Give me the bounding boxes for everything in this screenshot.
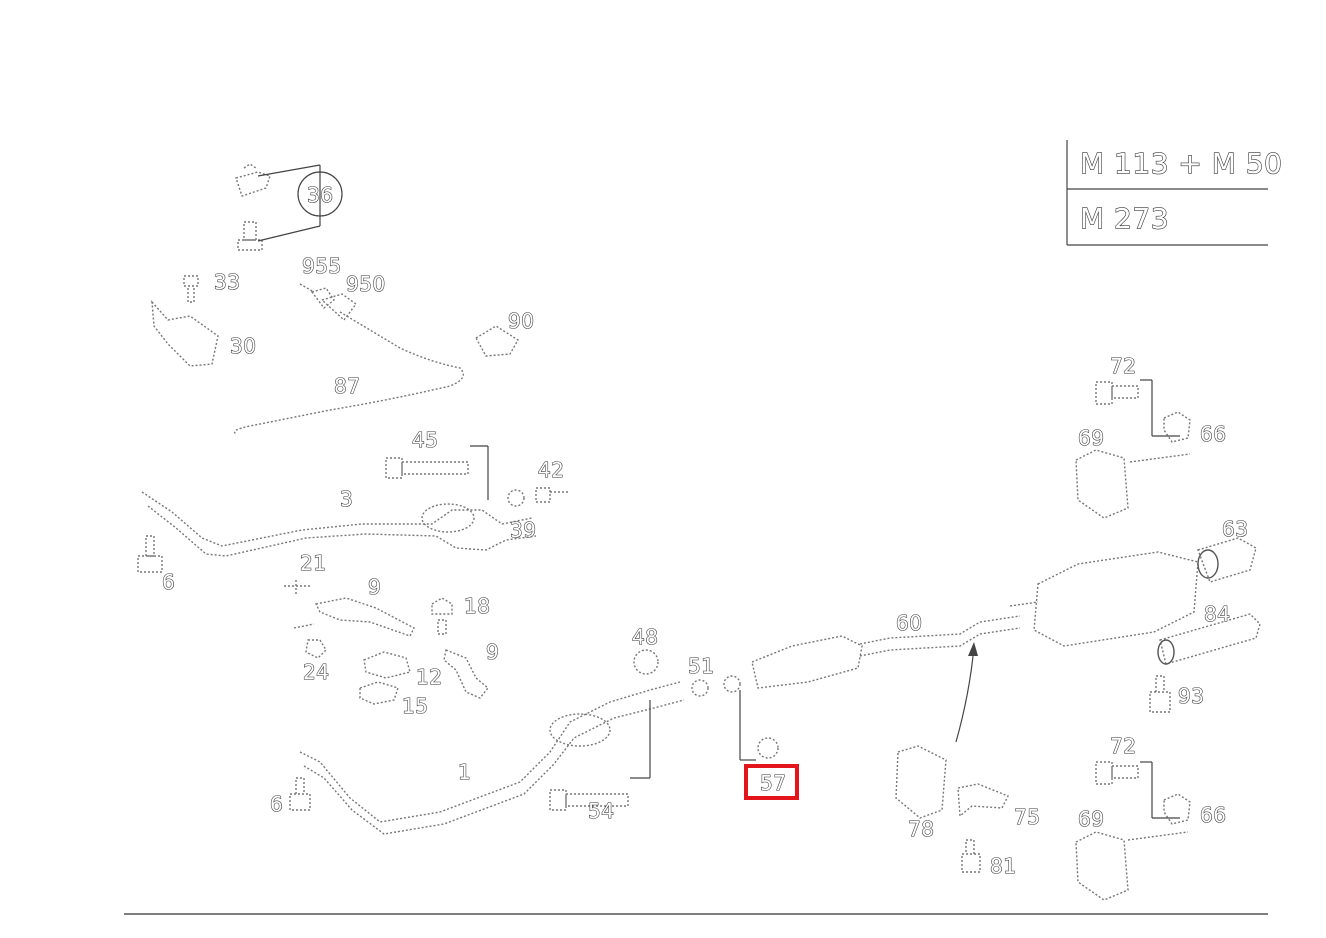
variant-table: M 113 + M 50 M 273 (1066, 140, 1283, 246)
callout-51: 51 (688, 654, 714, 678)
part-12-rubber-mount (363, 651, 411, 679)
mount-arrow (955, 642, 978, 743)
callout-69-upper: 69 (1078, 426, 1104, 450)
callout-12: 12 (416, 665, 442, 689)
part-72-bolt-lower (1095, 761, 1180, 819)
part-66-mount-lower (1127, 793, 1191, 841)
callout-60: 60 (896, 611, 922, 635)
callout-72-lower: 72 (1110, 734, 1136, 758)
part-72-bolt-upper (1095, 379, 1180, 437)
callout-66-upper: 66 (1200, 422, 1226, 446)
callout-6-lower: 6 (270, 792, 283, 816)
part-42-nut (535, 487, 568, 503)
callout-18: 18 (464, 594, 490, 618)
callout-950: 950 (346, 272, 386, 296)
callout-75: 75 (1014, 805, 1040, 829)
callout-45: 45 (412, 428, 438, 452)
part-75-bracket (957, 783, 1009, 818)
part-rear-silencer (1009, 551, 1199, 647)
part-69-hanger-lower (1075, 831, 1129, 901)
callout-circle-36 (297, 171, 343, 217)
part-69-hanger-upper (1075, 449, 1129, 519)
part-middle-silencer (751, 615, 1021, 689)
callout-69-lower: 69 (1078, 807, 1104, 831)
callout-24: 24 (303, 660, 329, 684)
part-93-bolt (1149, 675, 1171, 713)
part-30-heat-shield (151, 299, 219, 367)
variant-m273: M 273 (1080, 202, 1169, 235)
part-6-bolt-upper (137, 535, 163, 573)
callout-48: 48 (632, 625, 658, 649)
part-48-gasket (633, 649, 659, 675)
callout-81: 81 (990, 854, 1016, 878)
callout-1: 1 (458, 760, 471, 784)
callout-66-lower: 66 (1200, 803, 1226, 827)
part-84-tailpipe (1157, 613, 1261, 665)
callout-21: 21 (300, 551, 326, 575)
callout-90: 90 (508, 309, 534, 333)
callout-9-upper: 9 (368, 575, 381, 599)
part-39-gasket (507, 489, 525, 507)
callout-54: 54 (588, 799, 614, 823)
part-3-front-pipe (141, 491, 537, 557)
part-57-clamp (739, 690, 779, 761)
callout-72-upper: 72 (1110, 354, 1136, 378)
part-66-mount-upper (1129, 411, 1191, 463)
callout-84: 84 (1204, 602, 1230, 626)
callout-30: 30 (230, 334, 256, 358)
part-63-tailpipe-trim (1197, 537, 1257, 583)
callout-955: 955 (302, 254, 342, 278)
part-81-bolt (961, 839, 981, 873)
callout-15: 15 (402, 694, 428, 718)
part-18-clamp (431, 597, 453, 635)
callout-36: 36 (307, 183, 333, 207)
part-78-rubber-hanger (895, 745, 947, 819)
part-6-bolt-lower (289, 777, 311, 811)
callout-87: 87 (334, 374, 360, 398)
part-33-bolt (183, 275, 199, 303)
callout-42: 42 (538, 458, 564, 482)
part-45-bolt (385, 445, 489, 500)
callout-33: 33 (214, 270, 240, 294)
part-90-clip (475, 325, 519, 357)
highlight-box-57 (744, 764, 799, 800)
callout-57: 57 (760, 771, 786, 795)
part-9-hanger-upper (314, 597, 415, 637)
variant-m113-m50: M 113 + M 50 (1080, 147, 1282, 180)
callout-6-upper: 6 (162, 570, 175, 594)
callout-3: 3 (340, 487, 353, 511)
part-24-nut (293, 623, 327, 659)
part-950-oxygen-sensor (233, 283, 464, 435)
part-1-front-pipe-lower (299, 681, 685, 835)
callout-93: 93 (1178, 684, 1204, 708)
part-21-bracket (284, 580, 312, 594)
part-36-clip-and-bolt (235, 163, 343, 251)
callout-63: 63 (1222, 517, 1248, 541)
part-9-hanger-lower (443, 649, 489, 699)
part-15-rubber-mount (359, 681, 399, 705)
callout-78: 78 (908, 817, 934, 841)
part-54-bolt (549, 700, 651, 811)
callout-9-lower: 9 (486, 640, 499, 664)
part-51-seal (691, 675, 741, 697)
